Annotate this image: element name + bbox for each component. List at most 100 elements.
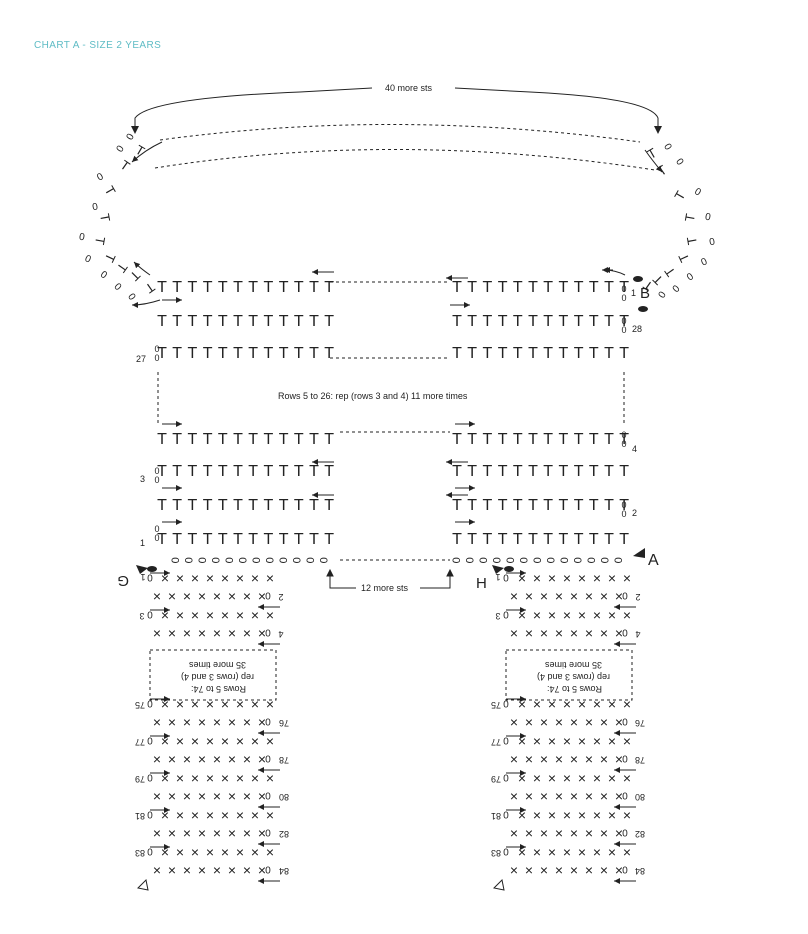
dc-stitch: T	[233, 279, 243, 296]
sc-stitch: ×	[258, 751, 266, 767]
sc-stitch: ×	[183, 825, 191, 841]
dc-stitch: T	[142, 279, 157, 296]
sc-stitch: ×	[198, 751, 206, 767]
dc-stitch: T	[619, 497, 629, 514]
sc-stitch: ×	[600, 588, 608, 604]
sc-stitch: ×	[510, 625, 518, 641]
chain-stitch: 0	[147, 734, 153, 745]
chain-stitch: 0	[168, 557, 180, 563]
dc-stitch: T	[157, 345, 167, 362]
dc-stitch: T	[218, 345, 228, 362]
sc-stitch: ×	[563, 844, 571, 860]
chain-stitch: 0	[265, 789, 271, 800]
chain-stitch: 0	[95, 171, 106, 184]
dc-stitch: T	[218, 279, 228, 296]
chain-stitch: 0	[249, 557, 261, 563]
sc-stitch: ×	[563, 696, 571, 712]
dc-stitch: T	[589, 463, 599, 480]
dc-stitch: T	[604, 345, 614, 362]
dc-stitch: T	[528, 463, 538, 480]
sc-stitch: ×	[615, 862, 623, 878]
sc-stitch: ×	[615, 751, 623, 767]
chain-stitch: 0	[661, 142, 674, 153]
sc-stitch: ×	[608, 770, 616, 786]
sc-stitch: ×	[570, 825, 578, 841]
sc-stitch: ×	[161, 570, 169, 586]
sc-stitch: ×	[176, 770, 184, 786]
sc-stitch: ×	[563, 607, 571, 623]
dc-stitch: T	[619, 313, 629, 330]
leg-row-label: 4	[635, 629, 640, 639]
chain-stitch: 0	[222, 557, 234, 563]
dc-stitch: T	[218, 431, 228, 448]
sc-stitch: ×	[236, 570, 244, 586]
sc-stitch: ×	[191, 607, 199, 623]
chain-stitch: 0	[622, 863, 628, 874]
dc-stitch: T	[248, 431, 258, 448]
dc-stitch: T	[309, 463, 319, 480]
leg-row-label: 3	[139, 611, 144, 621]
chain-stitch: 0	[621, 284, 626, 294]
dc-stitch: T	[294, 463, 304, 480]
dc-stitch: T	[248, 497, 258, 514]
sc-stitch: ×	[153, 625, 161, 641]
sc-stitch: ×	[585, 751, 593, 767]
dc-stitch: T	[324, 345, 334, 362]
chain-stitch: 0	[503, 771, 509, 782]
dc-stitch: T	[604, 313, 614, 330]
dc-stitch: T	[188, 279, 198, 296]
sc-stitch: ×	[510, 862, 518, 878]
leg-row-label: 81	[491, 811, 501, 821]
dc-stitch: T	[513, 345, 523, 362]
sc-stitch: ×	[213, 862, 221, 878]
dc-stitch: T	[682, 212, 698, 222]
sc-stitch: ×	[563, 807, 571, 823]
chain-stitch: 0	[704, 212, 712, 224]
sc-stitch: ×	[161, 696, 169, 712]
dc-stitch: T	[188, 313, 198, 330]
leg-row-label: 84	[635, 866, 645, 876]
sc-stitch: ×	[191, 770, 199, 786]
sc-stitch: ×	[198, 788, 206, 804]
marker-a: A	[633, 548, 659, 569]
sc-stitch: ×	[548, 844, 556, 860]
dc-stitch: T	[218, 313, 228, 330]
sc-stitch: ×	[600, 714, 608, 730]
sc-stitch: ×	[510, 751, 518, 767]
sc-stitch: ×	[600, 788, 608, 804]
sc-stitch: ×	[161, 733, 169, 749]
dc-stitch: T	[279, 463, 289, 480]
chain-stitch: 0	[154, 475, 159, 485]
chain-stitch: 0	[622, 626, 628, 637]
dc-stitch: T	[574, 463, 584, 480]
dc-stitch: T	[172, 531, 182, 548]
chain-stitch: 0	[98, 269, 109, 281]
dc-stitch: T	[294, 279, 304, 296]
sc-stitch: ×	[548, 570, 556, 586]
chain-stitch: 0	[115, 143, 127, 154]
chain-stitch: 0	[83, 253, 93, 266]
chain-stitch: 0	[154, 353, 159, 363]
bottom-more-sts-label: 12 more sts	[361, 583, 409, 593]
dc-stitch: T	[133, 142, 147, 159]
dc-stitch: T	[294, 531, 304, 548]
chain-stitch: 0	[236, 557, 248, 563]
sc-stitch: ×	[251, 844, 259, 860]
dc-stitch: T	[203, 497, 213, 514]
dc-stitch: T	[324, 313, 334, 330]
chain-stitch: 0	[265, 826, 271, 837]
sc-stitch: ×	[191, 807, 199, 823]
chain-stitch: 0	[621, 500, 626, 510]
sc-stitch: ×	[206, 570, 214, 586]
sc-stitch: ×	[578, 733, 586, 749]
sc-stitch: ×	[555, 588, 563, 604]
sc-stitch: ×	[153, 588, 161, 604]
sc-stitch: ×	[570, 788, 578, 804]
dc-stitch: T	[279, 531, 289, 548]
marker-g-label: G	[117, 572, 129, 589]
chain-stitch: 0	[147, 697, 153, 708]
sc-stitch: ×	[228, 788, 236, 804]
dc-stitch: T	[279, 431, 289, 448]
sc-stitch: ×	[168, 625, 176, 641]
dc-stitch: T	[483, 279, 493, 296]
